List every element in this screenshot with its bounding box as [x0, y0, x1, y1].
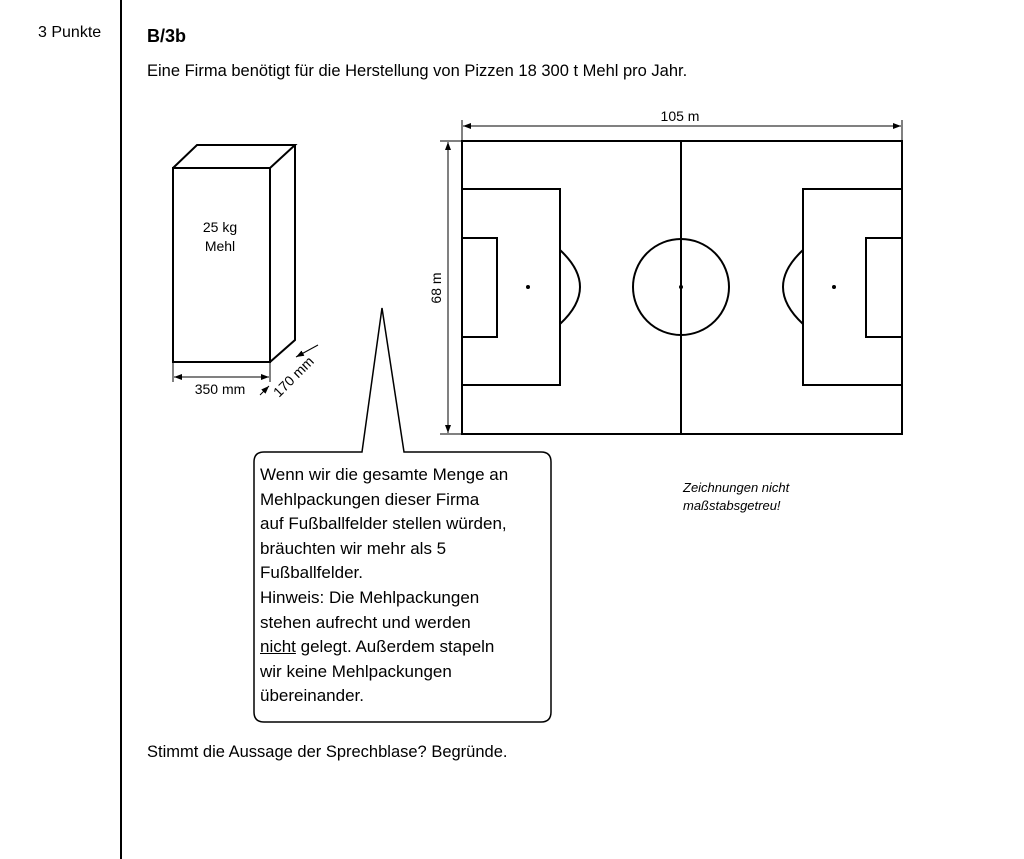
bubble-line: Wenn wir die gesamte Menge an — [260, 465, 509, 484]
package-dimensions — [172, 344, 319, 396]
package-width-label: 350 mm — [195, 381, 246, 397]
margin-divider — [120, 0, 122, 859]
bubble-line: wir keine Mehlpackungen — [260, 661, 452, 681]
bubble-line: Hinweis: Die Mehlpackungen — [260, 587, 480, 607]
task-intro: Eine Firma benötigt für die Herstellung … — [147, 62, 688, 80]
scale-note-line: Zeichnungen nicht — [683, 480, 790, 495]
field-dimensions — [440, 120, 903, 435]
bubble-line: auf Fußballfelder stellen würden, — [260, 514, 507, 534]
scale-note-line: maßstabsgetreu! — [683, 498, 781, 513]
points-label: 3 Punkte — [38, 24, 102, 41]
speech-bubble — [253, 307, 552, 723]
flour-package-drawing — [172, 144, 298, 363]
speech-bubble-text: Wenn wir die gesamte Menge an Mehlpackun… — [260, 463, 508, 709]
underlined-word: nicht — [260, 637, 296, 657]
bubble-line: stehen aufrecht und werden — [260, 612, 471, 632]
bubble-line: Mehlpackungen dieser Firma — [260, 489, 480, 509]
scale-note: Zeichnungen nicht maßstabsgetreu! — [683, 479, 789, 515]
bubble-line: Fußballfelder. — [260, 563, 363, 583]
bubble-line: bräuchten wir mehr als 5 — [260, 538, 447, 558]
question-text: Stimmt die Aussage der Sprechblase? Begr… — [147, 743, 508, 761]
bubble-line-rest: gelegt. Außerdem stapeln — [295, 637, 495, 657]
football-field-drawing — [461, 140, 903, 435]
bubble-line: nicht gelegt. Außerdem stapeln — [260, 635, 508, 660]
package-label-weight: 25 kg — [203, 219, 237, 235]
field-width-label: 68 m — [428, 272, 444, 303]
package-label-content: Mehl — [205, 238, 235, 254]
package-depth-label: 170 mm — [270, 353, 317, 400]
bubble-line: übereinander. — [260, 686, 364, 706]
task-id: B/3b — [147, 26, 187, 46]
field-length-label: 105 m — [661, 108, 700, 124]
